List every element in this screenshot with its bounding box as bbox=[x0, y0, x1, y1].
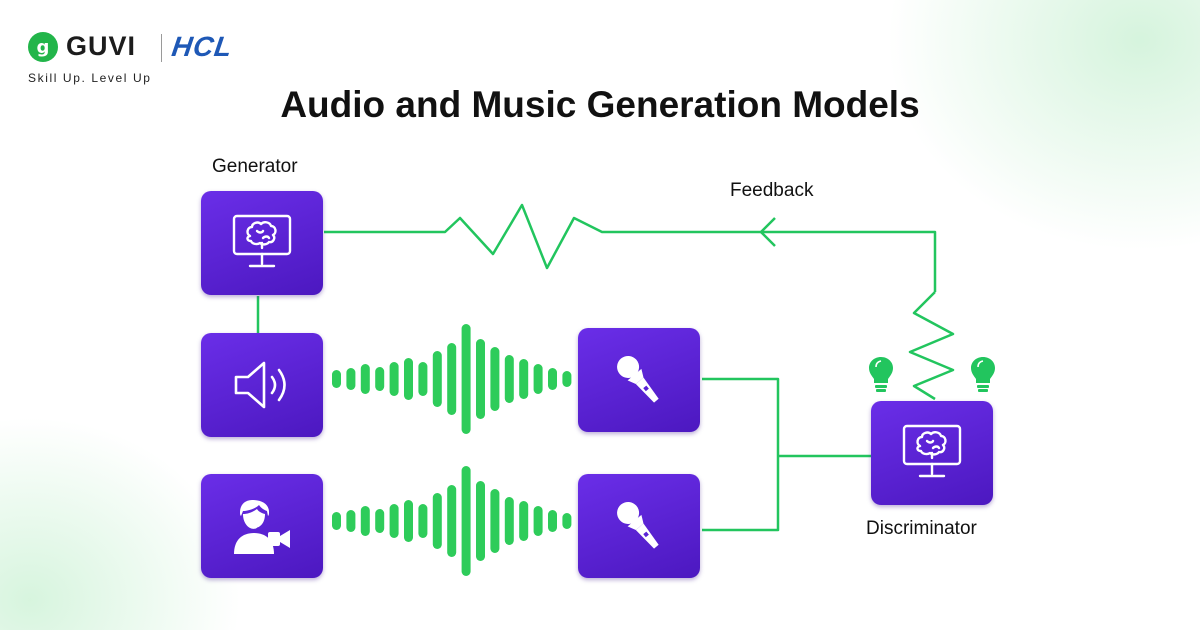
waveform-bar bbox=[332, 370, 341, 388]
waveform-bar bbox=[548, 368, 557, 390]
waveform-bar bbox=[418, 504, 428, 538]
brand-tagline: Skill Up. Level Up bbox=[28, 71, 152, 85]
speaker-box bbox=[201, 333, 323, 437]
feedback-label: Feedback bbox=[730, 180, 814, 201]
waveform-bar bbox=[447, 343, 457, 415]
waveform-bar bbox=[404, 500, 413, 542]
person-camera-box bbox=[201, 474, 323, 578]
mic-top-link bbox=[702, 377, 780, 532]
lightbulb-left-icon bbox=[869, 357, 893, 392]
waveform-bar bbox=[346, 510, 356, 532]
waveform-bar bbox=[418, 362, 428, 396]
waveform-bar bbox=[533, 364, 543, 394]
waveform-bar bbox=[476, 339, 485, 419]
waveform-bar bbox=[490, 489, 500, 553]
waveform-bar bbox=[389, 504, 399, 538]
waveform-bar bbox=[504, 497, 514, 545]
waveform-bar bbox=[562, 371, 572, 387]
waveform-bar bbox=[548, 510, 557, 532]
brain-monitor-icon bbox=[902, 424, 962, 478]
waveform-bar bbox=[504, 355, 514, 403]
waveform-bar bbox=[447, 485, 457, 557]
feedback-arrow-icon bbox=[759, 217, 776, 247]
waveform-bar bbox=[332, 512, 341, 530]
microphone-bottom-box bbox=[578, 474, 700, 578]
microphone-top-box bbox=[578, 328, 700, 432]
feedback-line bbox=[324, 203, 937, 292]
waveform-bar bbox=[533, 506, 543, 536]
waveform-bar bbox=[490, 347, 500, 411]
person-camera-icon bbox=[234, 500, 290, 554]
partner-logo: HCL bbox=[169, 31, 235, 62]
waveform-bar bbox=[519, 359, 529, 399]
waveform-bar bbox=[389, 362, 399, 396]
microphone-icon bbox=[617, 501, 659, 549]
generator-box bbox=[201, 191, 323, 295]
waveform-bar bbox=[461, 466, 471, 576]
waveform-bar bbox=[360, 364, 370, 394]
waveform-bar bbox=[360, 506, 370, 536]
brand-divider bbox=[161, 34, 162, 62]
generator-label: Generator bbox=[212, 156, 298, 177]
waveform-bar bbox=[375, 367, 385, 391]
page-title: Audio and Music Generation Models bbox=[280, 84, 920, 125]
waveform-bar bbox=[519, 501, 529, 541]
discriminator-label: Discriminator bbox=[866, 518, 977, 539]
lightbulb-right-icon bbox=[971, 357, 995, 392]
waveform-bar bbox=[562, 513, 572, 529]
waveform-top bbox=[332, 324, 572, 434]
waveform-bar bbox=[461, 324, 471, 434]
discriminator-box bbox=[871, 401, 993, 505]
guvi-logo-icon: g bbox=[28, 32, 58, 62]
waveform-bar bbox=[432, 351, 442, 407]
microphone-icon bbox=[617, 355, 659, 403]
brand-name: GUVI bbox=[66, 31, 137, 61]
waveform-bar bbox=[476, 481, 485, 561]
brain-monitor-icon bbox=[232, 214, 292, 268]
waveform-bar bbox=[432, 493, 442, 549]
waveform-bar bbox=[404, 358, 413, 400]
waveform-bar bbox=[375, 509, 385, 533]
waveform-bar bbox=[346, 368, 356, 390]
waveform-bottom bbox=[332, 466, 572, 576]
speaker-icon bbox=[234, 361, 286, 409]
discriminator-zigzag bbox=[908, 291, 955, 401]
